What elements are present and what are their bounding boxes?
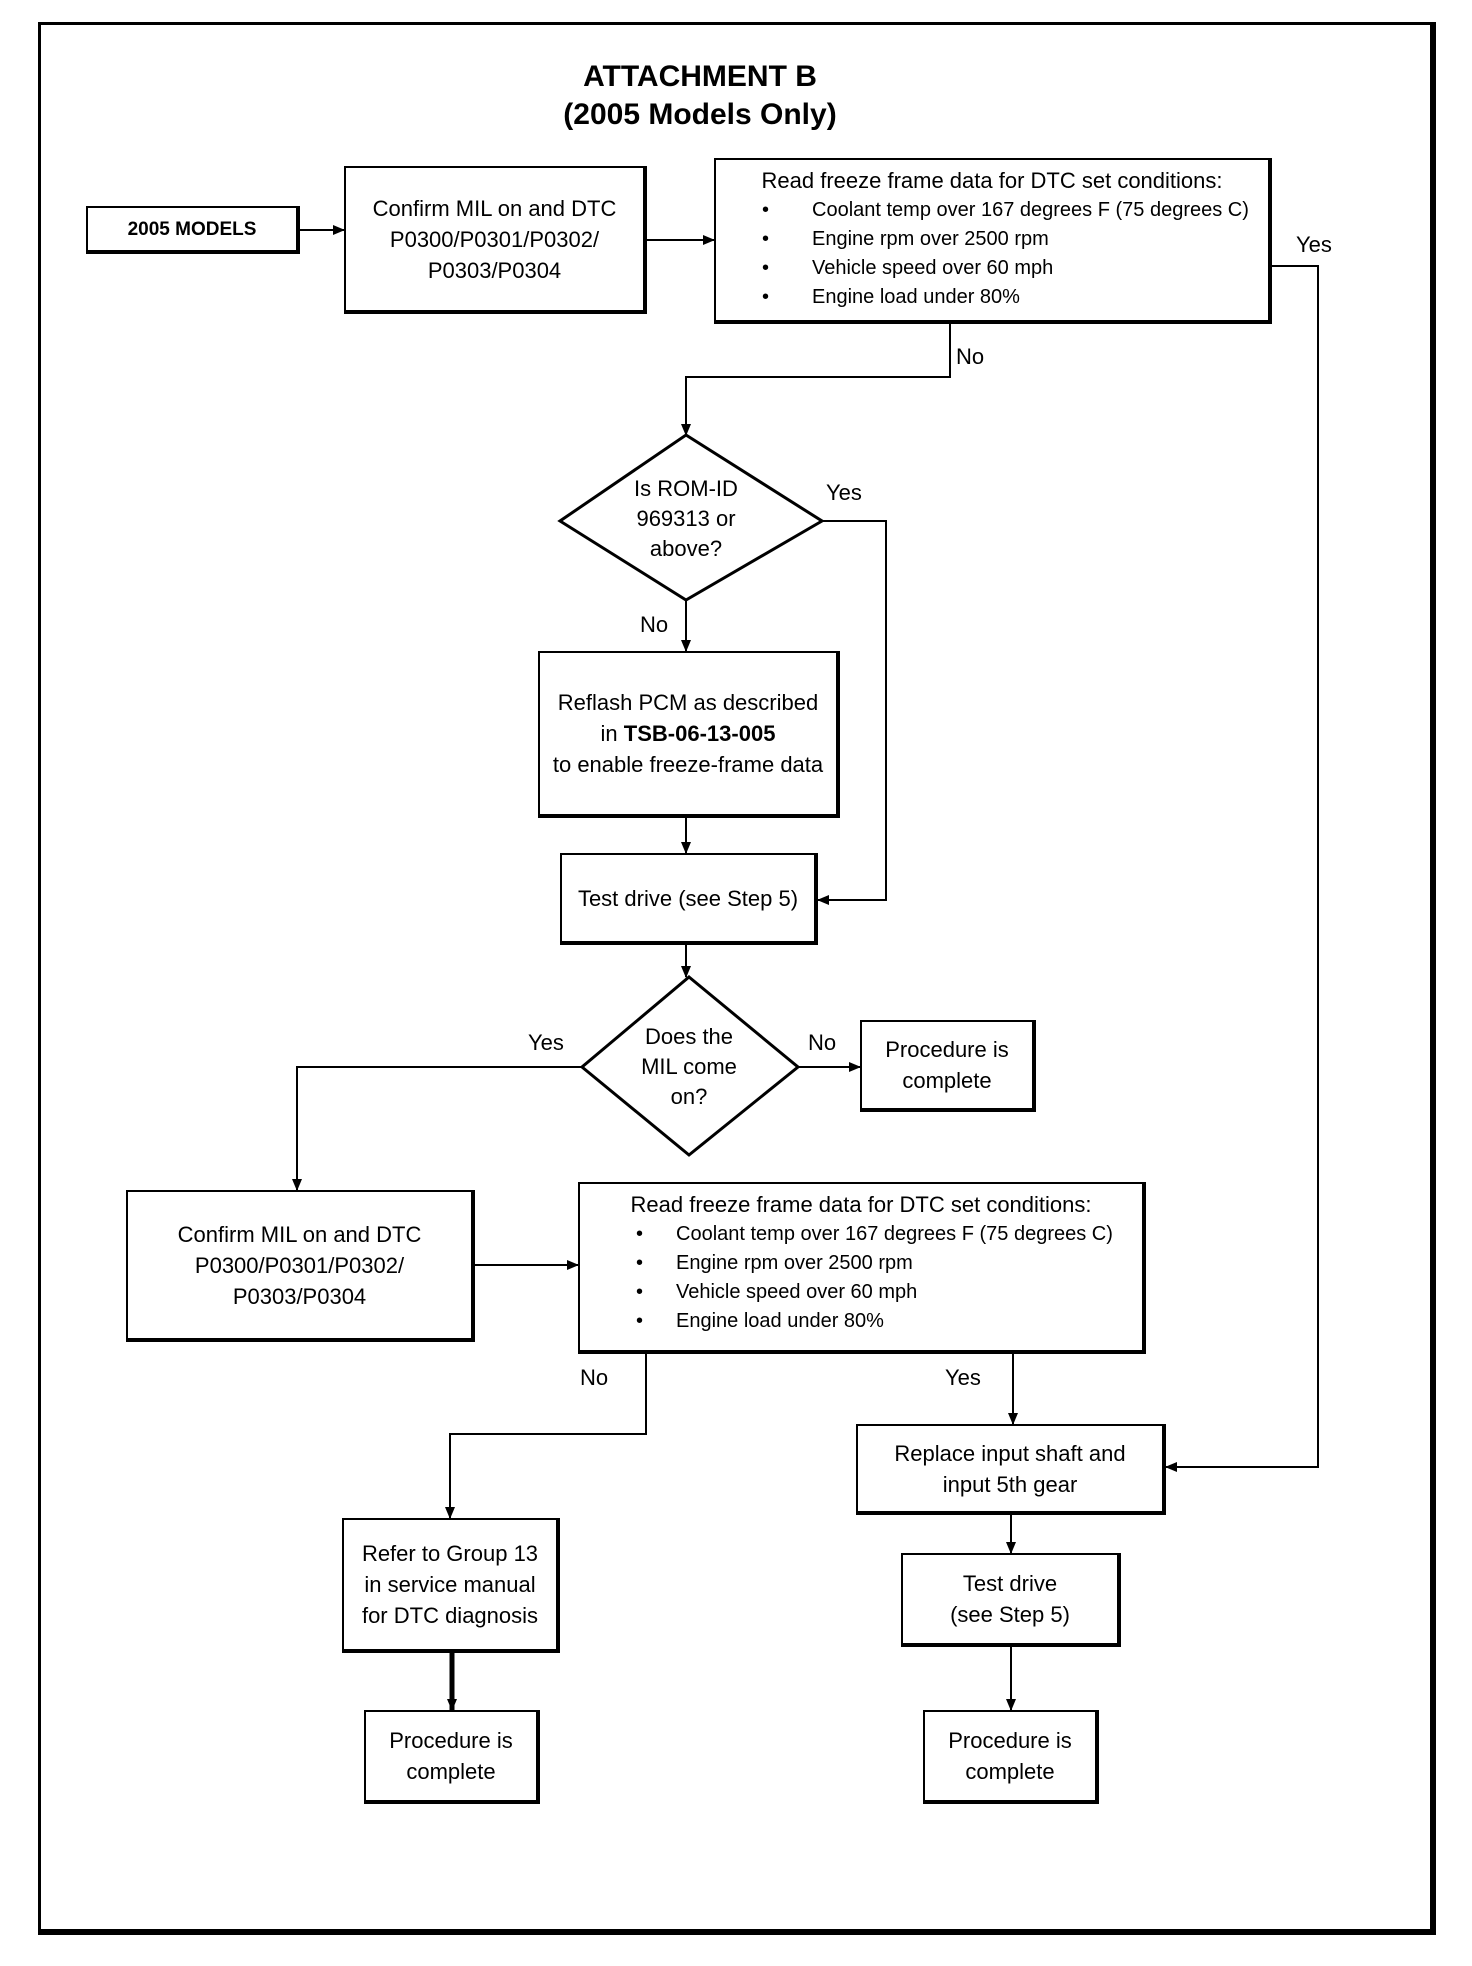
start-label: 2005 MODELS xyxy=(127,218,257,240)
read-1-item: •Engine load under 80% xyxy=(716,283,1268,312)
test-drive-box-1: Test drive (see Step 5) xyxy=(560,853,818,945)
read-freeze-frame-box-1: Read freeze frame data for DTC set condi… xyxy=(714,158,1272,324)
test-drive-2-line-2: (see Step 5) xyxy=(950,1602,1070,1627)
bullet-icon: • xyxy=(636,1310,644,1332)
read-1-item: •Engine rpm over 2500 rpm xyxy=(716,225,1268,254)
read-2-item: •Engine load under 80% xyxy=(580,1307,1142,1336)
complete-2-line-1: Procedure is xyxy=(389,1728,513,1753)
read-1-item: •Coolant temp over 167 degrees F (75 deg… xyxy=(716,196,1268,225)
refer-group-13-box: Refer to Group 13 in service manual for … xyxy=(342,1518,560,1653)
read-1-item: •Vehicle speed over 60 mph xyxy=(716,254,1268,283)
bullet-icon: • xyxy=(762,228,770,250)
read-2-heading: Read freeze frame data for DTC set condi… xyxy=(630,1192,1092,1217)
confirm-2-line-2: P0300/P0301/P0302/ xyxy=(194,1252,405,1278)
procedure-complete-box-2: Procedure is complete xyxy=(364,1710,540,1804)
connector-mil-yes xyxy=(292,1066,582,1191)
reflash-line-2: in TSB-06-13-005 xyxy=(600,721,776,746)
decision-rom-diamond xyxy=(557,433,825,602)
confirm-2-line-3: P0303/P0304 xyxy=(232,1283,367,1309)
read-2-item: •Engine rpm over 2500 rpm xyxy=(580,1249,1142,1278)
refer-line-1: Refer to Group 13 xyxy=(361,1541,539,1566)
read-freeze-frame-box-2: Read freeze frame data for DTC set condi… xyxy=(578,1182,1146,1354)
read-2-item: •Vehicle speed over 60 mph xyxy=(580,1278,1142,1307)
refer-line-2: in service manual xyxy=(364,1572,536,1597)
decision-mil-text: Does the MIL come on? xyxy=(619,1022,759,1112)
bullet-icon: • xyxy=(636,1252,644,1274)
bullet-icon: • xyxy=(762,286,770,308)
replace-input-shaft-box: Replace input shaft and input 5th gear xyxy=(856,1424,1166,1515)
page-subtitle: (2005 Models Only) xyxy=(563,98,837,131)
label-no-rom: No xyxy=(640,612,669,637)
complete-1-line-1: Procedure is xyxy=(885,1037,1009,1062)
decision-rom-line-1: Is ROM-ID xyxy=(634,476,738,501)
bullet-icon: • xyxy=(636,1281,644,1303)
decision-rom-line-2: 969313 or xyxy=(636,506,736,531)
decision-mil-line-1: Does the xyxy=(644,1024,734,1049)
label-no-mil: No xyxy=(808,1030,837,1055)
reflash-line-1: Reflash PCM as described xyxy=(557,690,819,715)
decision-rom-line-3: above? xyxy=(649,536,723,561)
confirm-2-line-1: Confirm MIL on and DTC xyxy=(177,1221,422,1247)
read-1-heading: Read freeze frame data for DTC set condi… xyxy=(761,168,1223,193)
replace-line-1: Replace input shaft and xyxy=(894,1440,1126,1466)
connector-read-no xyxy=(681,324,951,436)
decision-mil-line-3: on? xyxy=(670,1084,708,1109)
test-drive-1-text: Test drive (see Step 5) xyxy=(577,885,799,911)
bullet-icon: • xyxy=(762,199,770,221)
label-yes-rom: Yes xyxy=(826,480,862,505)
refer-line-3: for DTC diagnosis xyxy=(361,1603,539,1628)
complete-1-line-2: complete xyxy=(902,1068,992,1093)
confirm-1-line-1: Confirm MIL on and DTC xyxy=(372,195,617,221)
decision-rom-text: Is ROM-ID 969313 or above? xyxy=(606,474,766,564)
label-no-read-2: No xyxy=(580,1365,609,1390)
label-yes-mil: Yes xyxy=(528,1030,564,1055)
test-drive-2-line-1: Test drive xyxy=(962,1571,1058,1596)
page-border xyxy=(38,22,1436,1935)
label-yes-read-1: Yes xyxy=(1296,232,1332,257)
read-2-item: •Coolant temp over 167 degrees F (75 deg… xyxy=(580,1220,1142,1249)
label-yes-read-2: Yes xyxy=(945,1365,981,1390)
reflash-line-3: to enable freeze-frame data xyxy=(552,752,824,777)
read-2-conditions: •Coolant temp over 167 degrees F (75 deg… xyxy=(580,1220,1142,1336)
connector-read2-no xyxy=(445,1354,647,1519)
confirm-1-line-2: P0300/P0301/P0302/ xyxy=(389,226,600,252)
procedure-complete-box-1: Procedure is complete xyxy=(860,1020,1036,1112)
start-box: 2005 MODELS xyxy=(86,206,300,254)
connector-read-yes xyxy=(1165,265,1319,1472)
label-no-read-1: No xyxy=(956,344,985,369)
decision-mil-diamond xyxy=(579,975,801,1157)
bullet-icon: • xyxy=(636,1223,644,1245)
confirm-mil-box-2: Confirm MIL on and DTC P0300/P0301/P0302… xyxy=(126,1190,475,1342)
decision-mil-line-2: MIL come xyxy=(641,1054,737,1079)
replace-line-2: input 5th gear xyxy=(942,1471,1078,1497)
confirm-mil-box-1: Confirm MIL on and DTC P0300/P0301/P0302… xyxy=(344,166,647,314)
confirm-1-line-3: P0303/P0304 xyxy=(427,257,562,283)
connector-rom-yes xyxy=(817,520,887,905)
tsb-reference: TSB-06-13-005 xyxy=(623,721,776,746)
page-title: ATTACHMENT B xyxy=(583,60,817,93)
bullet-icon: • xyxy=(762,257,770,279)
complete-2-line-2: complete xyxy=(406,1759,496,1784)
complete-3-line-2: complete xyxy=(965,1759,1055,1784)
procedure-complete-box-3: Procedure is complete xyxy=(923,1710,1099,1804)
reflash-pcm-box: Reflash PCM as described in TSB-06-13-00… xyxy=(538,651,840,818)
read-1-conditions: •Coolant temp over 167 degrees F (75 deg… xyxy=(716,196,1268,312)
complete-3-line-1: Procedure is xyxy=(948,1728,1072,1753)
test-drive-box-2: Test drive (see Step 5) xyxy=(901,1553,1121,1647)
